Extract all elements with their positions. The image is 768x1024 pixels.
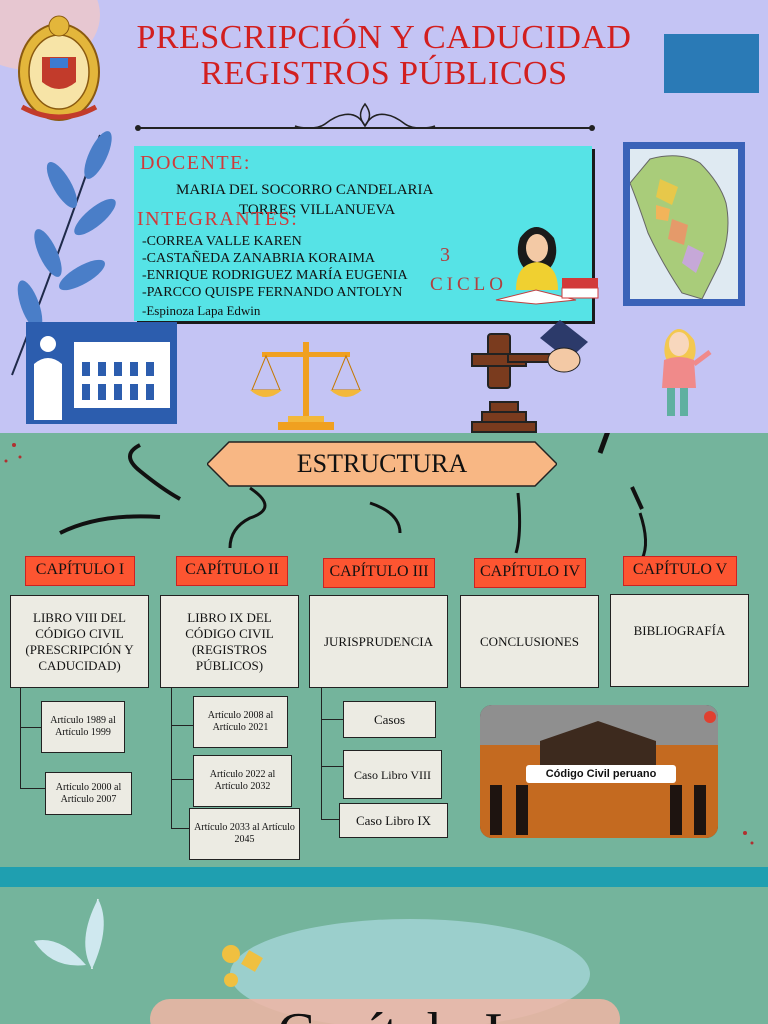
header-section: PRESCRIPCIÓN Y CADUCIDAD REGISTROS PÚBLI… [0,0,768,433]
article-range-box: Artículo 2008 al Artículo 2021 [193,696,288,748]
article-range-box: Artículo 2000 al Artículo 2007 [45,772,132,815]
article-range-box: Artículo 2033 al Artículo 2045 [189,808,300,860]
page-title-line2: REGISTROS PÚBLICOS [200,55,568,92]
structure-section: ESTRUCTURA CAPÍTULO I CAPÍTULO II CAPÍTU… [0,433,768,867]
connector-line [20,788,45,789]
docente-name-line2: TORRES VILLANUEVA [239,202,396,218]
info-card: DOCENTE: MARIA DEL SOCORRO CANDELARIA TO… [134,146,599,321]
page-title-line1: PRESCRIPCIÓN Y CADUCIDAD [136,19,632,56]
blue-block [664,34,759,93]
divider-band [0,867,768,887]
decor-dot [224,973,238,987]
connector-line [321,766,343,767]
chapter-content-1: LIBRO VIII DEL CÓDIGO CIVIL (PRESCRIPCIÓ… [10,595,149,688]
connector-line [321,719,343,720]
docente-label: DOCENTE: [140,152,251,174]
case-box: Casos [343,701,436,738]
ornament-divider [135,102,595,131]
structure-banner-shape [207,441,557,487]
member-3: -ENRIQUE RODRIGUEZ MARÍA EUGENIA [142,268,408,283]
connector-line [321,688,322,819]
connector-line [171,725,193,726]
case-box: Caso Libro IX [339,803,448,838]
chapter-label-5: CAPÍTULO V [623,556,737,586]
structure-banner-label: ESTRUCTURA [296,449,468,478]
government-building-icon [26,322,177,424]
woman-character-icon [662,329,712,416]
docente-name-line1: MARIA DEL SOCORRO CANDELARIA [176,182,434,198]
chapter-one-section: Capítulo I [0,887,768,1024]
photo-caption: Código Civil peruano [545,768,657,780]
connector-line [20,688,21,788]
chapter-content-5: BIBLIOGRAFÍA [610,594,749,687]
chapter-content-2: LIBRO IX DEL CÓDIGO CIVIL (REGISTROS PÚB… [160,595,299,688]
connector-line [171,688,172,828]
cycle-label: CICLO [430,274,507,295]
peru-map-icon [630,155,729,299]
case-box: Caso Libro VIII [343,750,442,799]
connector-line [321,819,339,820]
member-4: -PARCCO QUISPE FERNANDO ANTOLYN [142,285,403,300]
feather-leaf-icon [34,898,104,970]
chapter-content-4: CONCLUSIONES [460,595,599,688]
gavel-icon [471,320,588,433]
chapter-label-2: CAPÍTULO II [176,556,288,586]
member-5: -Espinoza Lapa Edwin [142,303,261,318]
connector-line [20,727,41,728]
chapter-content-3: JURISPRUDENCIA [309,595,448,688]
peru-map-frame [623,142,745,306]
university-seal-icon [18,15,100,121]
member-2: -CASTAÑEDA ZANABRIA KORAIMA [142,251,375,266]
cycle-number: 3 [440,244,450,266]
member-1: -CORREA VALLE KAREN [142,234,302,249]
decor-dot [222,945,240,963]
chapter-label-1: CAPÍTULO I [25,556,135,586]
integrantes-label: INTEGRANTES: [137,208,299,230]
connector-line [171,779,193,780]
connector-line [171,828,189,829]
chapter-label-4: CAPÍTULO IV [474,558,586,588]
chapter-one-title: Capítulo I [180,1003,600,1024]
article-range-box: Artículo 2022 al Artículo 2032 [193,755,292,807]
student-reading-icon [495,227,599,305]
article-range-box: Artículo 1989 al Artículo 1999 [41,701,125,753]
chapter-label-3: CAPÍTULO III [323,558,435,588]
scales-of-justice-icon [250,342,362,430]
watercolor-peach [150,999,620,1024]
codigo-civil-photo: Código Civil peruano [480,705,718,838]
leaf-branch-icon [11,131,116,376]
